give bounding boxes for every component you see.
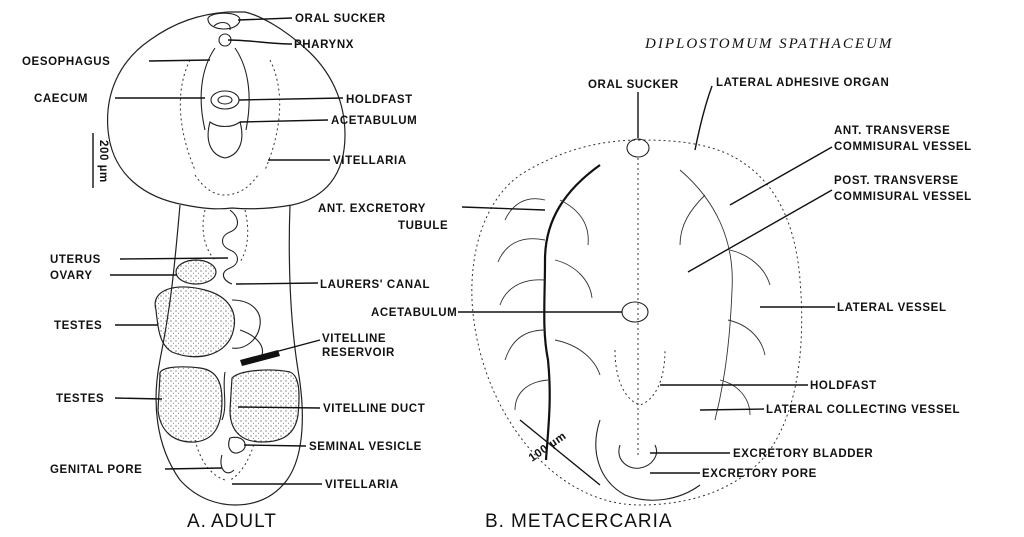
label-testes-upper: TESTES [54, 320, 102, 332]
label-acetabulum-b: ACETABULUM [371, 307, 457, 319]
label-ant-excretory-1: ANT. EXCRETORY [318, 203, 426, 215]
label-post-transverse-2: COMMISURAL VESSEL [834, 191, 972, 203]
label-vitellaria-a: VITELLARIA [333, 155, 407, 167]
adult-holdfast [211, 91, 239, 109]
caption-b-letter: B. [485, 511, 505, 532]
label-holdfast-a: HOLDFAST [346, 94, 413, 106]
label-oesophagus: OESOPHAGUS [22, 56, 110, 68]
label-holdfast-b: HOLDFAST [810, 380, 877, 392]
adult-testis-lower [158, 367, 222, 442]
label-oral-sucker-b: ORAL SUCKER [588, 79, 679, 91]
panel-a-adult: 200 µm ORAL SUCKER PHARYNX HOLDF [22, 12, 430, 532]
adult-ovary [176, 260, 216, 284]
label-acetabulum-a: ACETABULUM [331, 115, 417, 127]
adult-scale-label: 200 µm [97, 140, 109, 183]
metacercaria-vessel-branches [498, 195, 770, 415]
label-caecum: CAECUM [34, 93, 88, 105]
label-vitelline-reservoir-2: RESERVOIR [322, 347, 395, 359]
metacercaria-right-vessel [680, 170, 732, 420]
metacercaria-oral-sucker [627, 139, 649, 157]
label-excretory-bladder: EXCRETORY BLADDER [733, 448, 873, 460]
label-uterus: UTERUS [50, 254, 101, 266]
label-vitelline-duct: VITELLINE DUCT [323, 403, 425, 415]
caption-a-word: ADULT [211, 511, 277, 532]
label-genital-pore: GENITAL PORE [50, 464, 142, 476]
label-ant-transverse-1: ANT. TRANSVERSE [834, 125, 950, 137]
adult-vitelline-reservoir [240, 350, 280, 366]
metacercaria-acetabulum [622, 302, 648, 322]
adult-acetabulum [208, 122, 242, 158]
label-post-transverse-1: POST. TRANSVERSE [834, 175, 959, 187]
label-testes-lower: TESTES [56, 393, 104, 405]
caption-a-letter: A. [187, 511, 207, 532]
adult-forebody-inner [180, 60, 279, 170]
adult-testis-upper [155, 287, 234, 357]
label-ant-transverse-2: COMMISURAL VESSEL [834, 141, 972, 153]
label-excretory-pore: EXCRETORY PORE [702, 468, 817, 480]
metacercaria-holdfast [615, 350, 665, 405]
label-ovary: OVARY [50, 270, 93, 282]
label-vitelline-reservoir-1: VITELLINE [322, 333, 386, 345]
figure-title: DIPLOSTOMUM SPATHACEUM [644, 36, 893, 52]
label-pharynx: PHARYNX [294, 39, 354, 51]
adult-testis-lobes [232, 300, 263, 355]
caption-b-word: METACERCARIA [511, 511, 673, 532]
adult-testis-lower-right [230, 370, 299, 442]
adult-uterus [223, 210, 238, 284]
label-vitellaria-bottom: VITELLARIA [325, 479, 399, 491]
label-seminal-vesicle: SEMINAL VESICLE [309, 441, 422, 453]
metacercaria-lower-lobe [596, 420, 700, 500]
adult-oral-sucker [208, 13, 240, 30]
adult-genital-pore [221, 455, 234, 473]
label-oral-sucker-a: ORAL SUCKER [295, 13, 386, 25]
label-ant-excretory-2: TUBULE [398, 220, 448, 232]
label-laurers-canal: LAURERS' CANAL [320, 279, 430, 291]
label-lateral-adhesive-organ: LATERAL ADHESIVE ORGAN [716, 77, 889, 89]
adult-seminal-vesicle [229, 437, 245, 453]
label-lateral-vessel: LATERAL VESSEL [837, 302, 947, 314]
label-lateral-collecting-vessel: LATERAL COLLECTING VESSEL [766, 404, 960, 416]
